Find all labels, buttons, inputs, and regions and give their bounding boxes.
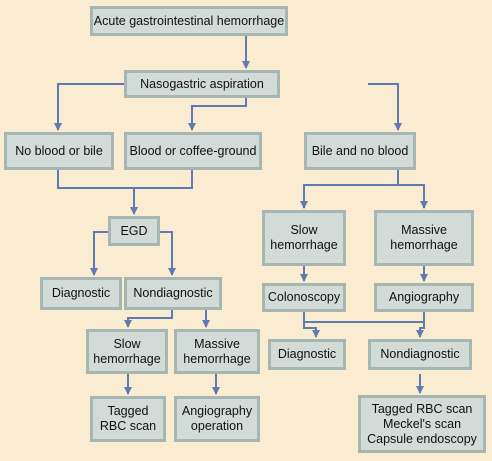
arrow-egd-to-nondiagnostic xyxy=(160,231,176,276)
arrow-bile-to-slow xyxy=(300,170,399,209)
node-acute-gi-hemorrhage: Acute gastrointestinal hemorrhage xyxy=(90,6,288,36)
node-nondiagnostic-left: Nondiagnostic xyxy=(124,277,222,310)
node-bile-and-no-blood: Bile and no blood xyxy=(304,132,416,170)
node-diagnostic-left: Diagnostic xyxy=(40,277,122,310)
node-angiography-operation: Angiography operation xyxy=(174,396,260,442)
node-slow-hemorrhage-right: Slow hemorrhage xyxy=(262,210,346,266)
arrow-egd-to-diagnostic xyxy=(90,231,108,276)
node-tagged-meckel-capsule: Tagged RBC scan Meckel's scan Capsule en… xyxy=(358,395,486,453)
node-nondiagnostic-right: Nondiagnostic xyxy=(368,339,472,370)
node-no-blood-or-bile: No blood or bile xyxy=(4,132,114,170)
node-angiography: Angiography xyxy=(374,283,474,312)
arrow-bile-to-massive xyxy=(398,184,428,209)
merge-line-right xyxy=(303,312,425,323)
node-diagnostic-right: Diagnostic xyxy=(268,339,346,370)
node-massive-hemorrhage-right: Massive hemorrhage xyxy=(374,210,474,266)
arrow-nondiag-to-slow xyxy=(124,310,173,328)
arrow-nasogastric-to-blood xyxy=(188,97,247,131)
node-colonoscopy: Colonoscopy xyxy=(262,283,346,312)
node-nasogastric-aspiration: Nasogastric aspiration xyxy=(124,70,280,98)
arrow-nasogastric-to-bile xyxy=(368,83,402,131)
node-slow-hemorrhage-left: Slow hemorrhage xyxy=(86,329,168,374)
arrow-to-diagnostic-right xyxy=(303,322,320,338)
node-massive-hemorrhage-left: Massive hemorrhage xyxy=(174,329,260,374)
merge-line-left xyxy=(57,170,193,189)
node-blood-or-coffee-ground: Blood or coffee-ground xyxy=(124,132,262,170)
node-tagged-rbc-scan: Tagged RBC scan xyxy=(90,396,166,442)
arrow-to-nondiagnostic-right xyxy=(416,322,425,338)
arrow-nasogastric-to-no-blood xyxy=(54,83,124,131)
node-egd: EGD xyxy=(108,216,160,246)
